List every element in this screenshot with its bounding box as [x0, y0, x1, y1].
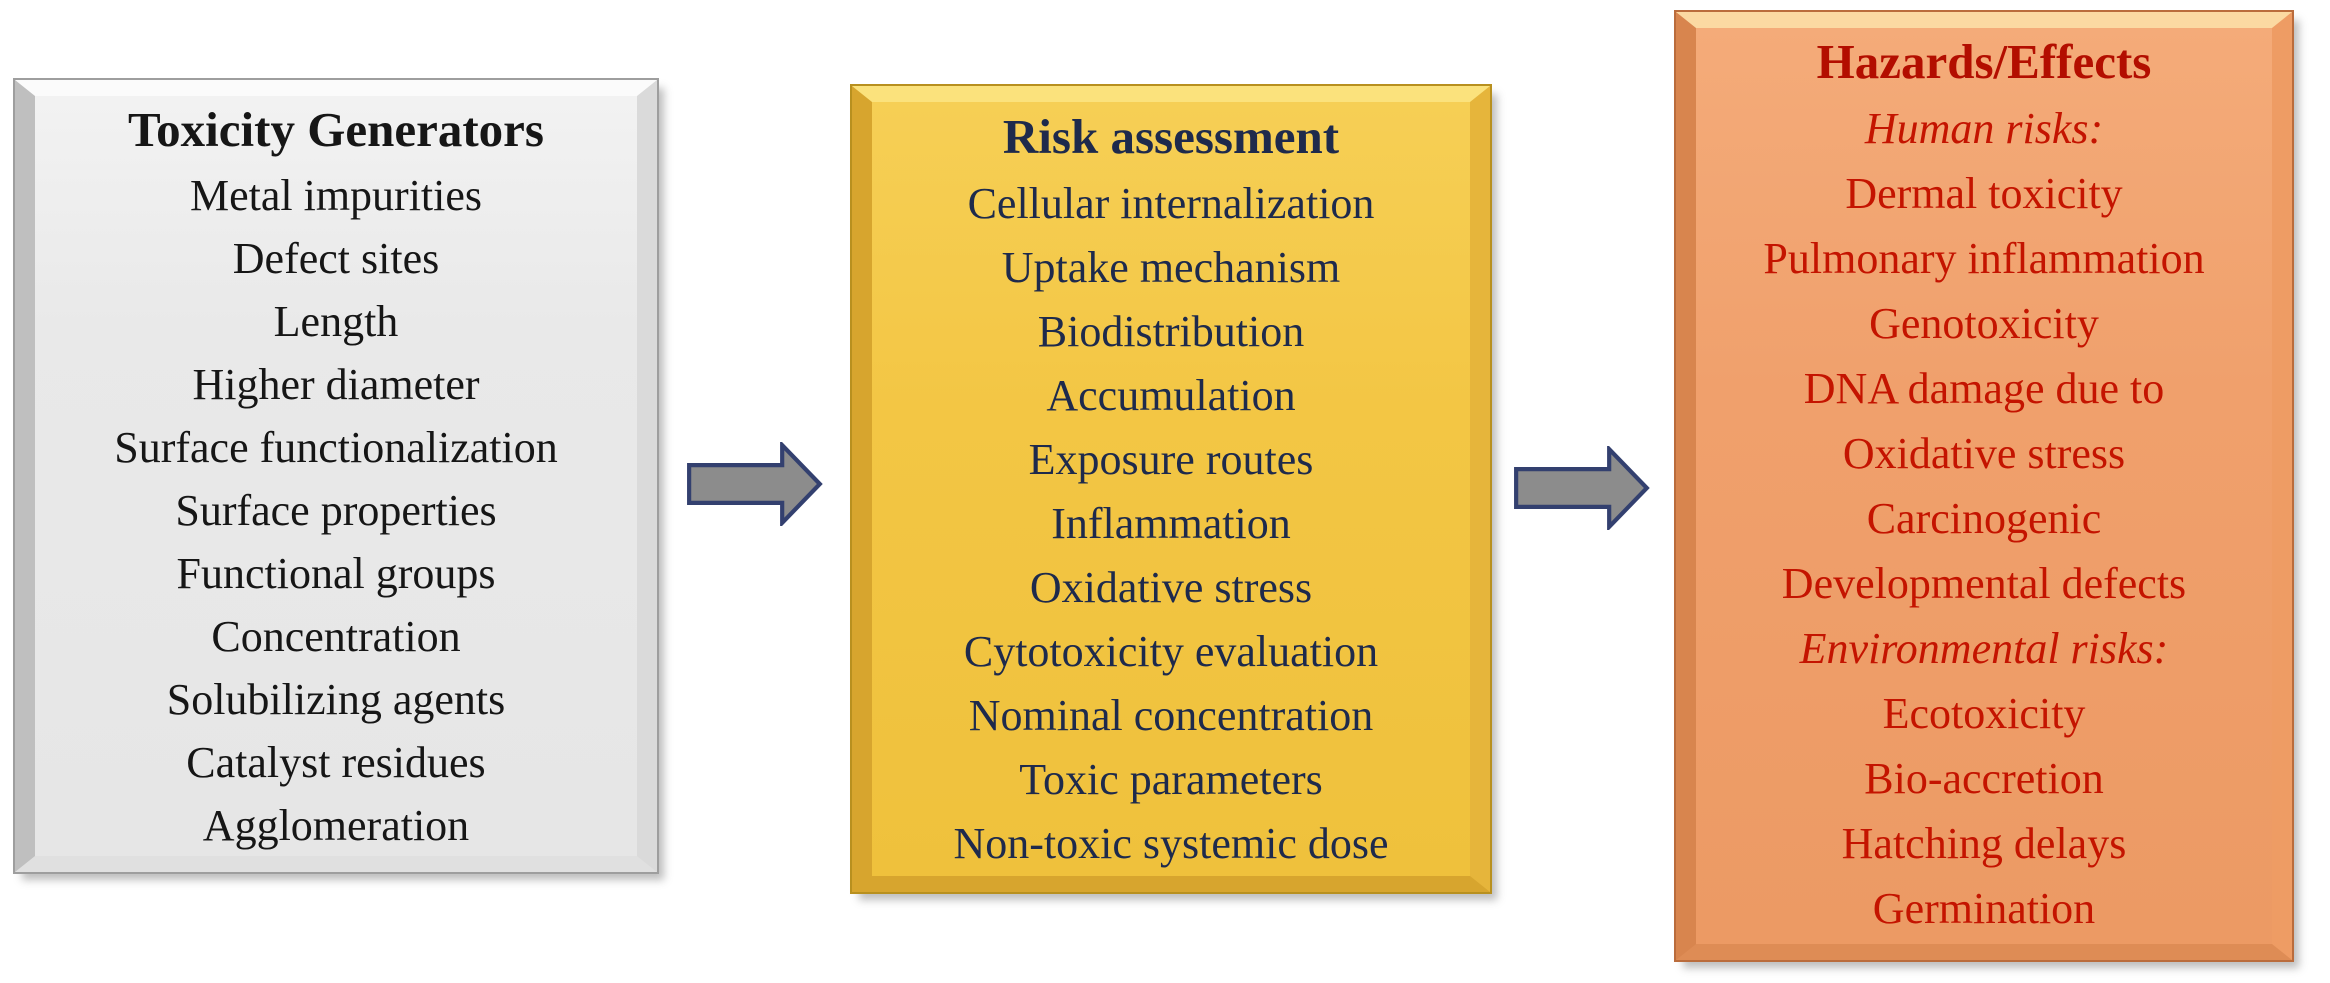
list-item: Bio-accretion — [1864, 754, 2104, 803]
list-item: Surface properties — [175, 486, 497, 535]
list-item: Defect sites — [232, 234, 440, 283]
list-item: Pulmonary inflammation — [1763, 234, 2205, 283]
list-item: Cellular internalization — [967, 179, 1375, 228]
list-item: Genotoxicity — [1869, 299, 2099, 348]
list-item: Hatching delays — [1841, 819, 2127, 868]
list-item: Functional groups — [176, 549, 496, 598]
list-item: Concentration — [211, 612, 461, 661]
toxicity-generators-title: Toxicity Generators — [128, 102, 544, 157]
list-item: Non-toxic systemic dose — [953, 819, 1389, 868]
list-item: Developmental defects — [1781, 559, 2187, 608]
list-item: Dermal toxicity — [1845, 169, 2123, 218]
list-item: Solubilizing agents — [166, 675, 506, 724]
list-item: Carcinogenic — [1866, 494, 2102, 543]
list-item: Ecotoxicity — [1882, 689, 2086, 738]
list-item: Environmental risks: — [1799, 624, 2169, 673]
list-item: Catalyst residues — [186, 738, 486, 787]
risk-assessment-title: Risk assessment — [1002, 109, 1340, 164]
list-item: Length — [273, 297, 399, 346]
list-item: Exposure routes — [1028, 435, 1314, 484]
hazards-effects-title: Hazards/Effects — [1816, 34, 2152, 89]
list-item: Uptake mechanism — [1001, 243, 1341, 292]
list-item: Oxidative stress — [1029, 563, 1313, 612]
list-item: Surface functionalization — [114, 423, 558, 472]
list-item: Cytotoxicity evaluation — [963, 627, 1379, 676]
risk-assessment-box: Risk assessment Cellular internalization… — [852, 86, 1490, 892]
arrow-right-icon — [686, 442, 824, 526]
list-item: Metal impurities — [189, 171, 483, 220]
list-item: Germination — [1872, 884, 2096, 933]
list-item: Oxidative stress — [1842, 429, 2126, 478]
list-item: Accumulation — [1046, 371, 1296, 420]
list-item: Toxic parameters — [1019, 755, 1323, 804]
list-item: Human risks: — [1864, 104, 2104, 153]
list-item: Agglomeration — [202, 801, 470, 850]
hazards-effects-box: Hazards/Effects Human risks: Dermal toxic… — [1676, 12, 2292, 960]
list-item: DNA damage due to — [1803, 364, 2165, 413]
list-item: Biodistribution — [1037, 307, 1305, 356]
list-item: Higher diameter — [192, 360, 480, 409]
list-item: Nominal concentration — [968, 691, 1374, 740]
list-item: Inflammation — [1051, 499, 1291, 548]
arrow-right-icon — [1513, 446, 1651, 530]
